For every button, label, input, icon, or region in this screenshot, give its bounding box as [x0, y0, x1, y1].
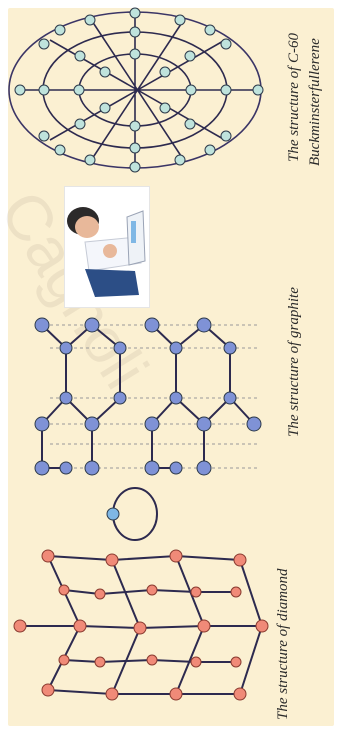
diamond-caption: The structure of diamond — [274, 568, 292, 720]
c60-caption-line1: The structure of C-60 — [285, 33, 303, 162]
graphite-caption: The structure of graphite — [285, 287, 303, 437]
c60-caption-line2: Buckminsterfullerene — [306, 38, 324, 166]
